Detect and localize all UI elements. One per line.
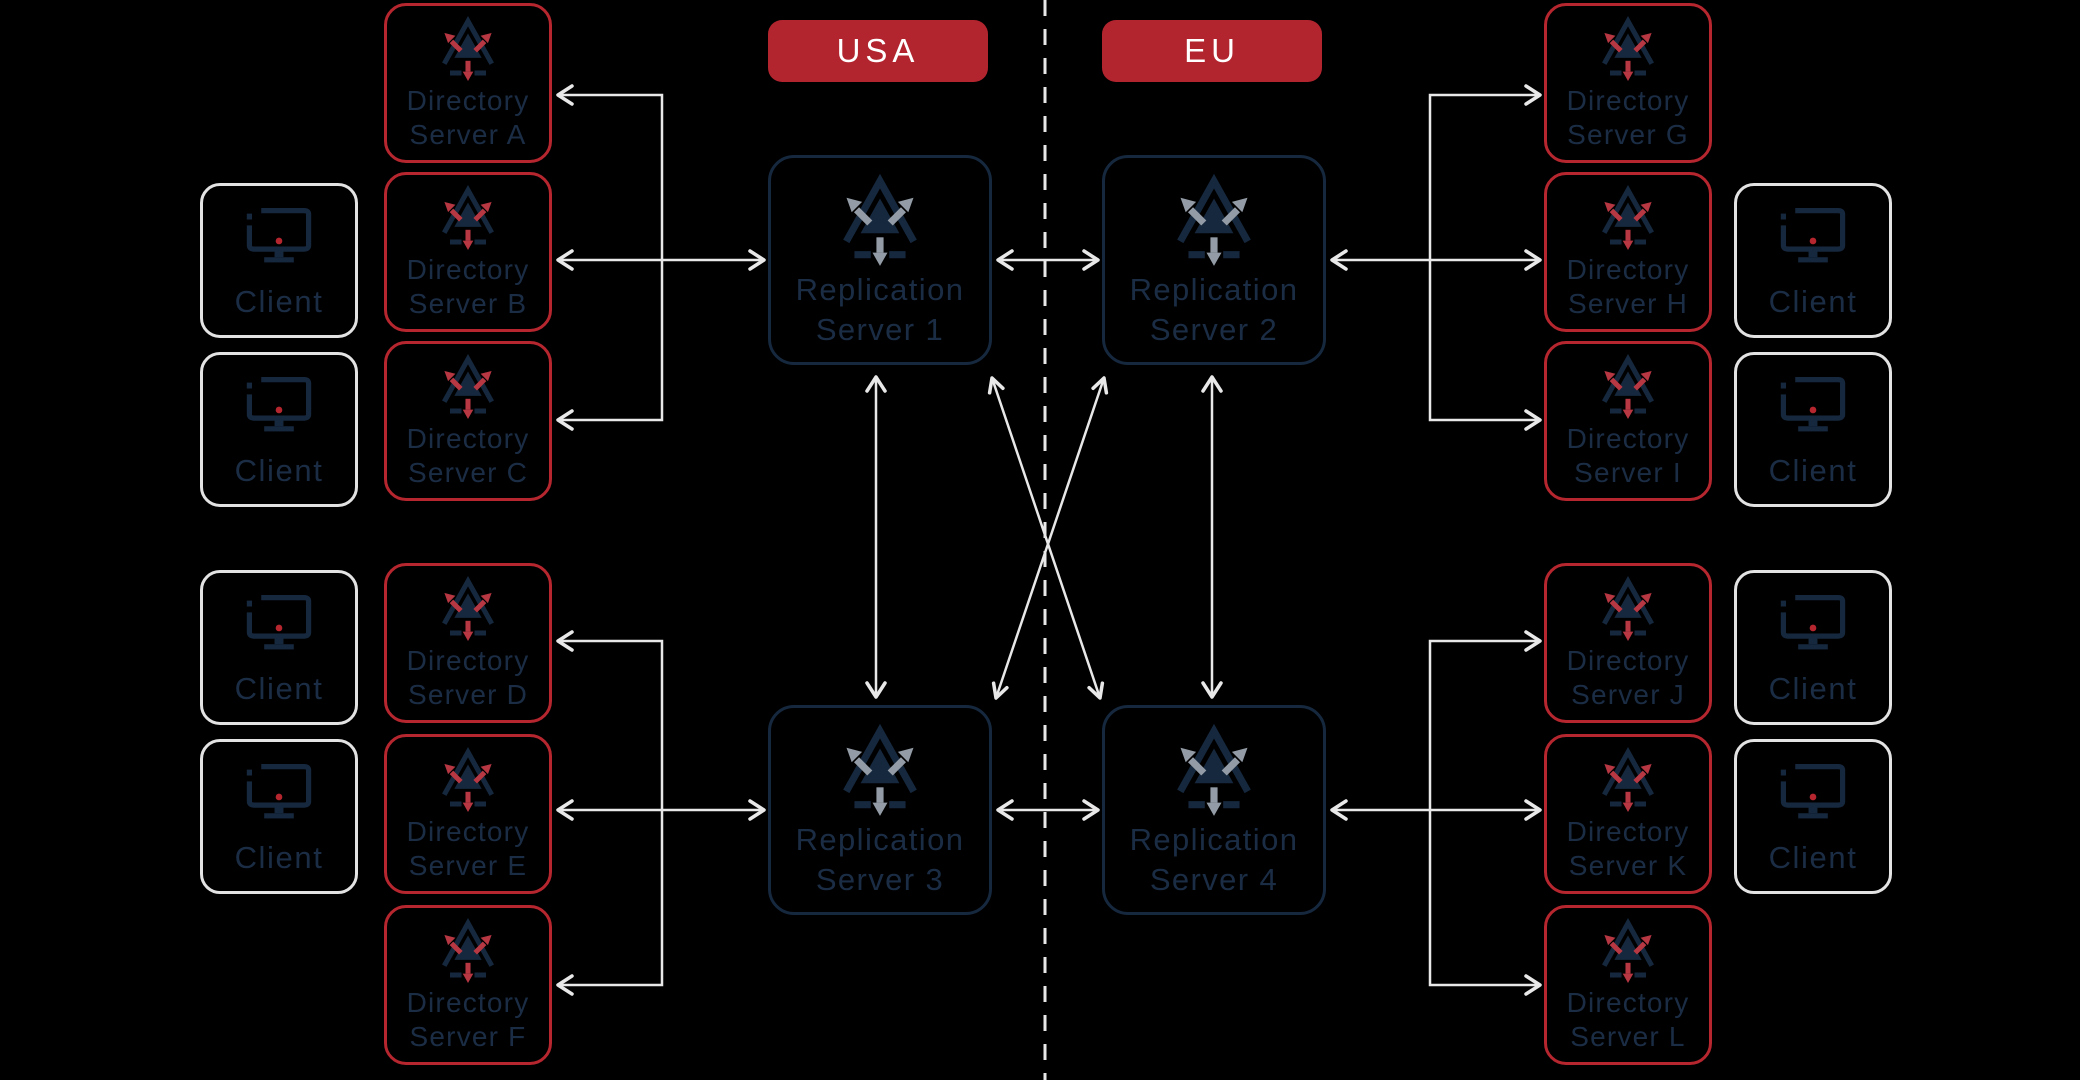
- client-box: Client: [1734, 570, 1892, 725]
- directory-server-icon: [432, 747, 504, 815]
- directory-server-icon: [1592, 185, 1664, 253]
- directory-server-e-box: Directory Server E: [384, 734, 552, 894]
- directory-server-b-box: Directory Server B: [384, 172, 552, 332]
- client-monitor-icon: [1776, 762, 1850, 826]
- directory-server-a-label: Directory Server A: [406, 85, 530, 150]
- client-box: Client: [1734, 352, 1892, 507]
- eu-region-badge: EU: [1102, 20, 1322, 82]
- replication-server-1-label: Replication Server 1: [795, 272, 965, 347]
- directory-server-icon: [432, 16, 504, 84]
- client-label: Client: [1768, 284, 1858, 319]
- client-label: Client: [234, 840, 324, 875]
- directory-server-icon: [432, 918, 504, 986]
- replication-server-icon: [1162, 174, 1266, 270]
- arrowheads: [556, 84, 1542, 996]
- directory-server-c-box: Directory Server C: [384, 341, 552, 501]
- connector-rs3-to-dir-d-f: [558, 639, 664, 987]
- client-monitor-icon: [242, 206, 316, 270]
- replication-server-3-box: Replication Server 3: [768, 705, 992, 915]
- client-label: Client: [234, 453, 324, 488]
- replication-server-2-label: Replication Server 2: [1129, 272, 1299, 347]
- connector-rs4-to-dir-j-l: [1428, 639, 1540, 987]
- client-box: Client: [1734, 183, 1892, 338]
- directory-server-c-label: Directory Server C: [406, 423, 530, 488]
- client-monitor-icon: [242, 762, 316, 826]
- replication-server-2-box: Replication Server 2: [1102, 155, 1326, 365]
- replication-server-icon: [828, 724, 932, 820]
- directory-server-i-label: Directory Server I: [1566, 423, 1690, 488]
- directory-server-l-label: Directory Server L: [1566, 987, 1690, 1052]
- directory-server-f-label: Directory Server F: [406, 987, 530, 1052]
- directory-server-a-box: Directory Server A: [384, 3, 552, 163]
- client-label: Client: [234, 671, 324, 706]
- directory-server-k-label: Directory Server K: [1566, 816, 1690, 881]
- replication-server-3-label: Replication Server 3: [795, 822, 965, 897]
- replication-server-icon: [1162, 724, 1266, 820]
- connector-rs1-to-dir-a-c: [558, 93, 664, 422]
- client-box: Client: [200, 352, 358, 507]
- eu-badge-label: EU: [1184, 32, 1240, 69]
- client-label: Client: [1768, 671, 1858, 706]
- client-label: Client: [234, 284, 324, 319]
- directory-server-e-label: Directory Server E: [406, 816, 530, 881]
- directory-server-f-box: Directory Server F: [384, 905, 552, 1065]
- directory-server-icon: [1592, 16, 1664, 84]
- directory-server-j-box: Directory Server J: [1544, 563, 1712, 723]
- directory-server-d-box: Directory Server D: [384, 563, 552, 723]
- client-monitor-icon: [1776, 593, 1850, 657]
- client-monitor-icon: [1776, 375, 1850, 439]
- directory-server-k-box: Directory Server K: [1544, 734, 1712, 894]
- replication-server-1-box: Replication Server 1: [768, 155, 992, 365]
- directory-server-g-box: Directory Server G: [1544, 3, 1712, 163]
- usa-badge-label: USA: [836, 32, 920, 69]
- usa-region-badge: USA: [768, 20, 988, 82]
- replication-server-4-label: Replication Server 4: [1129, 822, 1299, 897]
- client-monitor-icon: [1776, 206, 1850, 270]
- directory-server-icon: [432, 185, 504, 253]
- client-box: Client: [200, 183, 358, 338]
- client-label: Client: [1768, 840, 1858, 875]
- connector-rs2-rs3-diagonal: [994, 377, 1106, 699]
- client-box: Client: [200, 570, 358, 725]
- client-box: Client: [200, 739, 358, 894]
- directory-server-icon: [432, 354, 504, 422]
- connector-rs1-rs4-diagonal: [990, 377, 1102, 699]
- directory-server-icon: [432, 576, 504, 644]
- client-label: Client: [1768, 453, 1858, 488]
- directory-server-l-box: Directory Server L: [1544, 905, 1712, 1065]
- directory-server-g-label: Directory Server G: [1566, 85, 1690, 150]
- directory-server-icon: [1592, 747, 1664, 815]
- client-monitor-icon: [242, 375, 316, 439]
- replication-server-4-box: Replication Server 4: [1102, 705, 1326, 915]
- client-box: Client: [1734, 739, 1892, 894]
- connector-rs2-to-dir-g-i: [1428, 93, 1540, 422]
- directory-server-icon: [1592, 354, 1664, 422]
- directory-server-d-label: Directory Server D: [406, 645, 530, 710]
- directory-server-icon: [1592, 918, 1664, 986]
- directory-server-h-box: Directory Server H: [1544, 172, 1712, 332]
- directory-server-j-label: Directory Server J: [1566, 645, 1690, 710]
- directory-server-i-box: Directory Server I: [1544, 341, 1712, 501]
- directory-server-icon: [1592, 576, 1664, 644]
- client-monitor-icon: [242, 593, 316, 657]
- directory-server-b-label: Directory Server B: [406, 254, 530, 319]
- replication-server-icon: [828, 174, 932, 270]
- directory-server-h-label: Directory Server H: [1566, 254, 1690, 319]
